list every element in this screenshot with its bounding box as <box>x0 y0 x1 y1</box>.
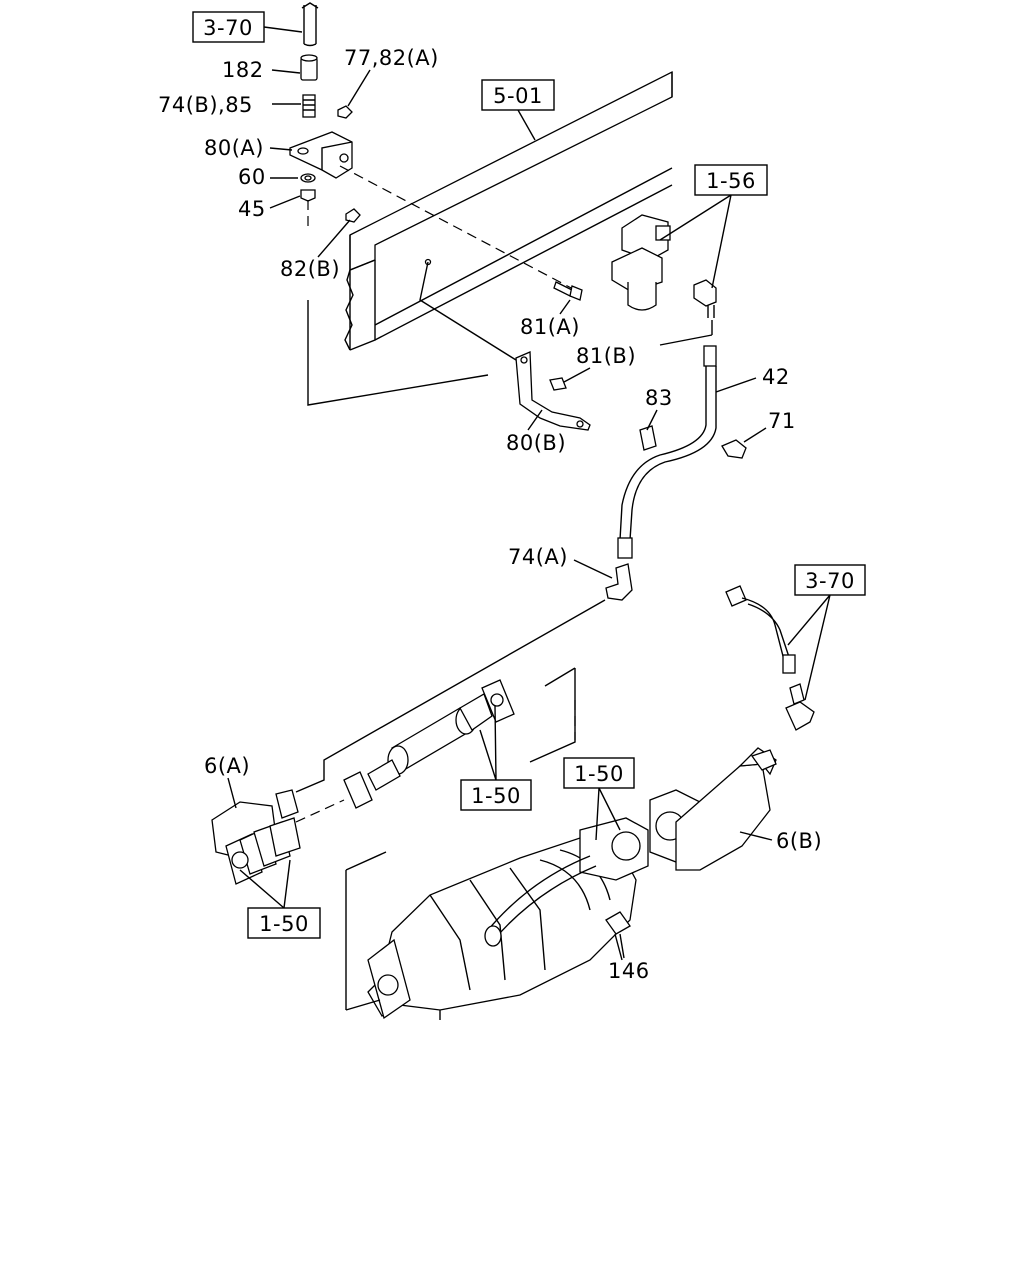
callout-3-70-right: 3-70 <box>787 564 866 701</box>
callout-1-50-left: 1-50 <box>239 859 321 939</box>
connector-6b <box>649 747 777 871</box>
dpf-canister <box>345 817 649 1020</box>
label-71: 71 <box>768 409 796 433</box>
label-182: 182 <box>222 58 264 82</box>
label-60: 60 <box>238 165 266 189</box>
callout-1-50-right: 1-50 <box>563 757 635 841</box>
frame-rail <box>344 70 673 351</box>
pressure-sensor <box>611 214 717 318</box>
label-81a: 81(A) <box>520 315 580 339</box>
label-42: 42 <box>762 365 790 389</box>
callout-5-01: 5-01 <box>481 79 555 141</box>
bolt-81a <box>553 281 583 301</box>
exhaust-pipe <box>295 599 606 823</box>
sensor-line-right <box>725 585 815 731</box>
label-77-82a: 77,82(A) <box>344 46 439 70</box>
label-82b: 82(B) <box>280 257 340 281</box>
label-80a: 80(A) <box>204 136 264 160</box>
leader-82b-bracket <box>307 300 489 406</box>
hose-42 <box>605 320 747 601</box>
label-81b: 81(B) <box>576 344 636 368</box>
label-83: 83 <box>645 386 673 410</box>
label-74b-85: 74(B),85 <box>158 93 253 117</box>
callout-1-50-mid: 1-50 <box>460 705 532 811</box>
top-pipe-assembly <box>289 2 361 223</box>
label-6b: 6(B) <box>776 829 822 853</box>
callout-text: 1-50 <box>259 912 309 936</box>
callout-text: 3-70 <box>805 569 855 593</box>
bracket-80b <box>419 261 591 431</box>
label-146: 146 <box>608 959 650 983</box>
alignment-dashes <box>307 165 576 291</box>
connector-6a <box>211 789 301 885</box>
callout-text: 1-50 <box>574 762 624 786</box>
label-80b: 80(B) <box>506 431 566 455</box>
callout-text: 3-70 <box>203 16 253 40</box>
label-74a: 74(A) <box>508 545 568 569</box>
callout-1-56: 1-56 <box>659 164 768 289</box>
callout-3-70-top: 3-70 <box>192 11 303 43</box>
part-labels: 182 77,82(A) 74(B),85 80(A) 60 45 82(B) … <box>158 46 822 983</box>
callout-text: 5-01 <box>493 84 543 108</box>
label-45: 45 <box>238 197 266 221</box>
callout-text: 1-56 <box>706 169 756 193</box>
label-6a: 6(A) <box>204 754 250 778</box>
callout-text: 1-50 <box>471 784 521 808</box>
